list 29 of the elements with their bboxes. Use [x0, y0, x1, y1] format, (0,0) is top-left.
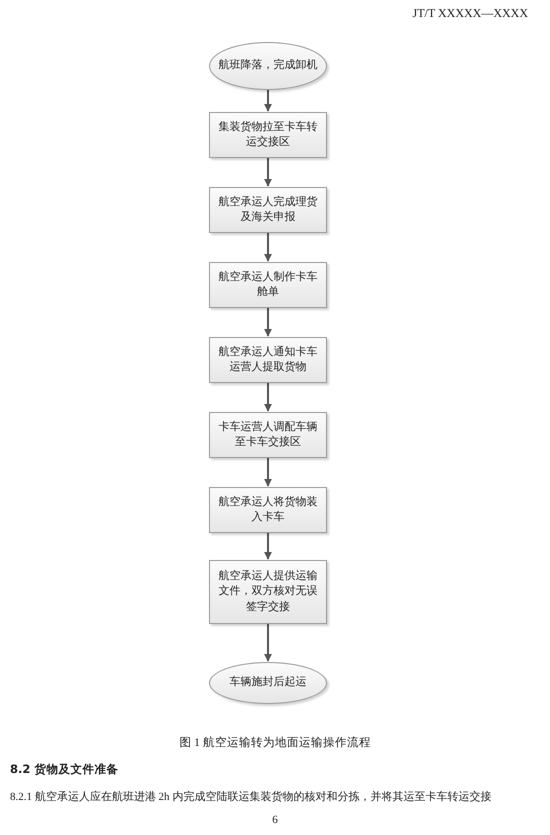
arrow	[264, 158, 272, 187]
arrow	[264, 90, 272, 112]
process-box	[209, 262, 327, 308]
arrow	[264, 308, 272, 337]
arrow	[264, 458, 272, 487]
step-text: 航空承运人完成理货及海关申报	[218, 194, 318, 225]
process-box	[209, 112, 327, 158]
process-box	[209, 487, 327, 533]
step-text: 集装货物拉至卡车转运交接区	[218, 120, 318, 150]
page-number: 6	[271, 814, 279, 826]
paragraph-text: 8.2.1 航空承运人应在航班进港 2h 内完成空陆联运集装货物的核对和分拣，并将其运至卡车转运交接	[10, 790, 492, 804]
arrow	[264, 624, 272, 662]
arrow	[264, 233, 272, 262]
step-text: 航空承运人提供运输文件，双方核对无误签字交接	[218, 568, 318, 615]
step-text: 航空承运人制作卡车舱单	[218, 270, 318, 300]
section-heading: 8.2 货物及文件准备	[10, 762, 118, 777]
step-text: 航空承运人将货物装入卡车	[218, 494, 318, 525]
header-text: JT/T XXXXX—XXXX	[412, 6, 528, 21]
step-text: 卡车运营人调配车辆至卡车交接区	[218, 420, 318, 450]
figure-caption: 图 1 航空运输转为地面运输操作流程	[178, 735, 372, 750]
step-text: 航空承运人通知卡车运营人提取货物	[218, 344, 318, 375]
process-box	[209, 560, 327, 624]
process-box	[209, 187, 327, 233]
step-text: 车辆施封后起运	[230, 675, 306, 690]
process-box	[209, 337, 327, 383]
arrow	[264, 533, 272, 560]
step-text: 航班降落，完成卸机	[218, 58, 318, 74]
process-box	[209, 412, 327, 458]
arrow	[264, 383, 272, 412]
